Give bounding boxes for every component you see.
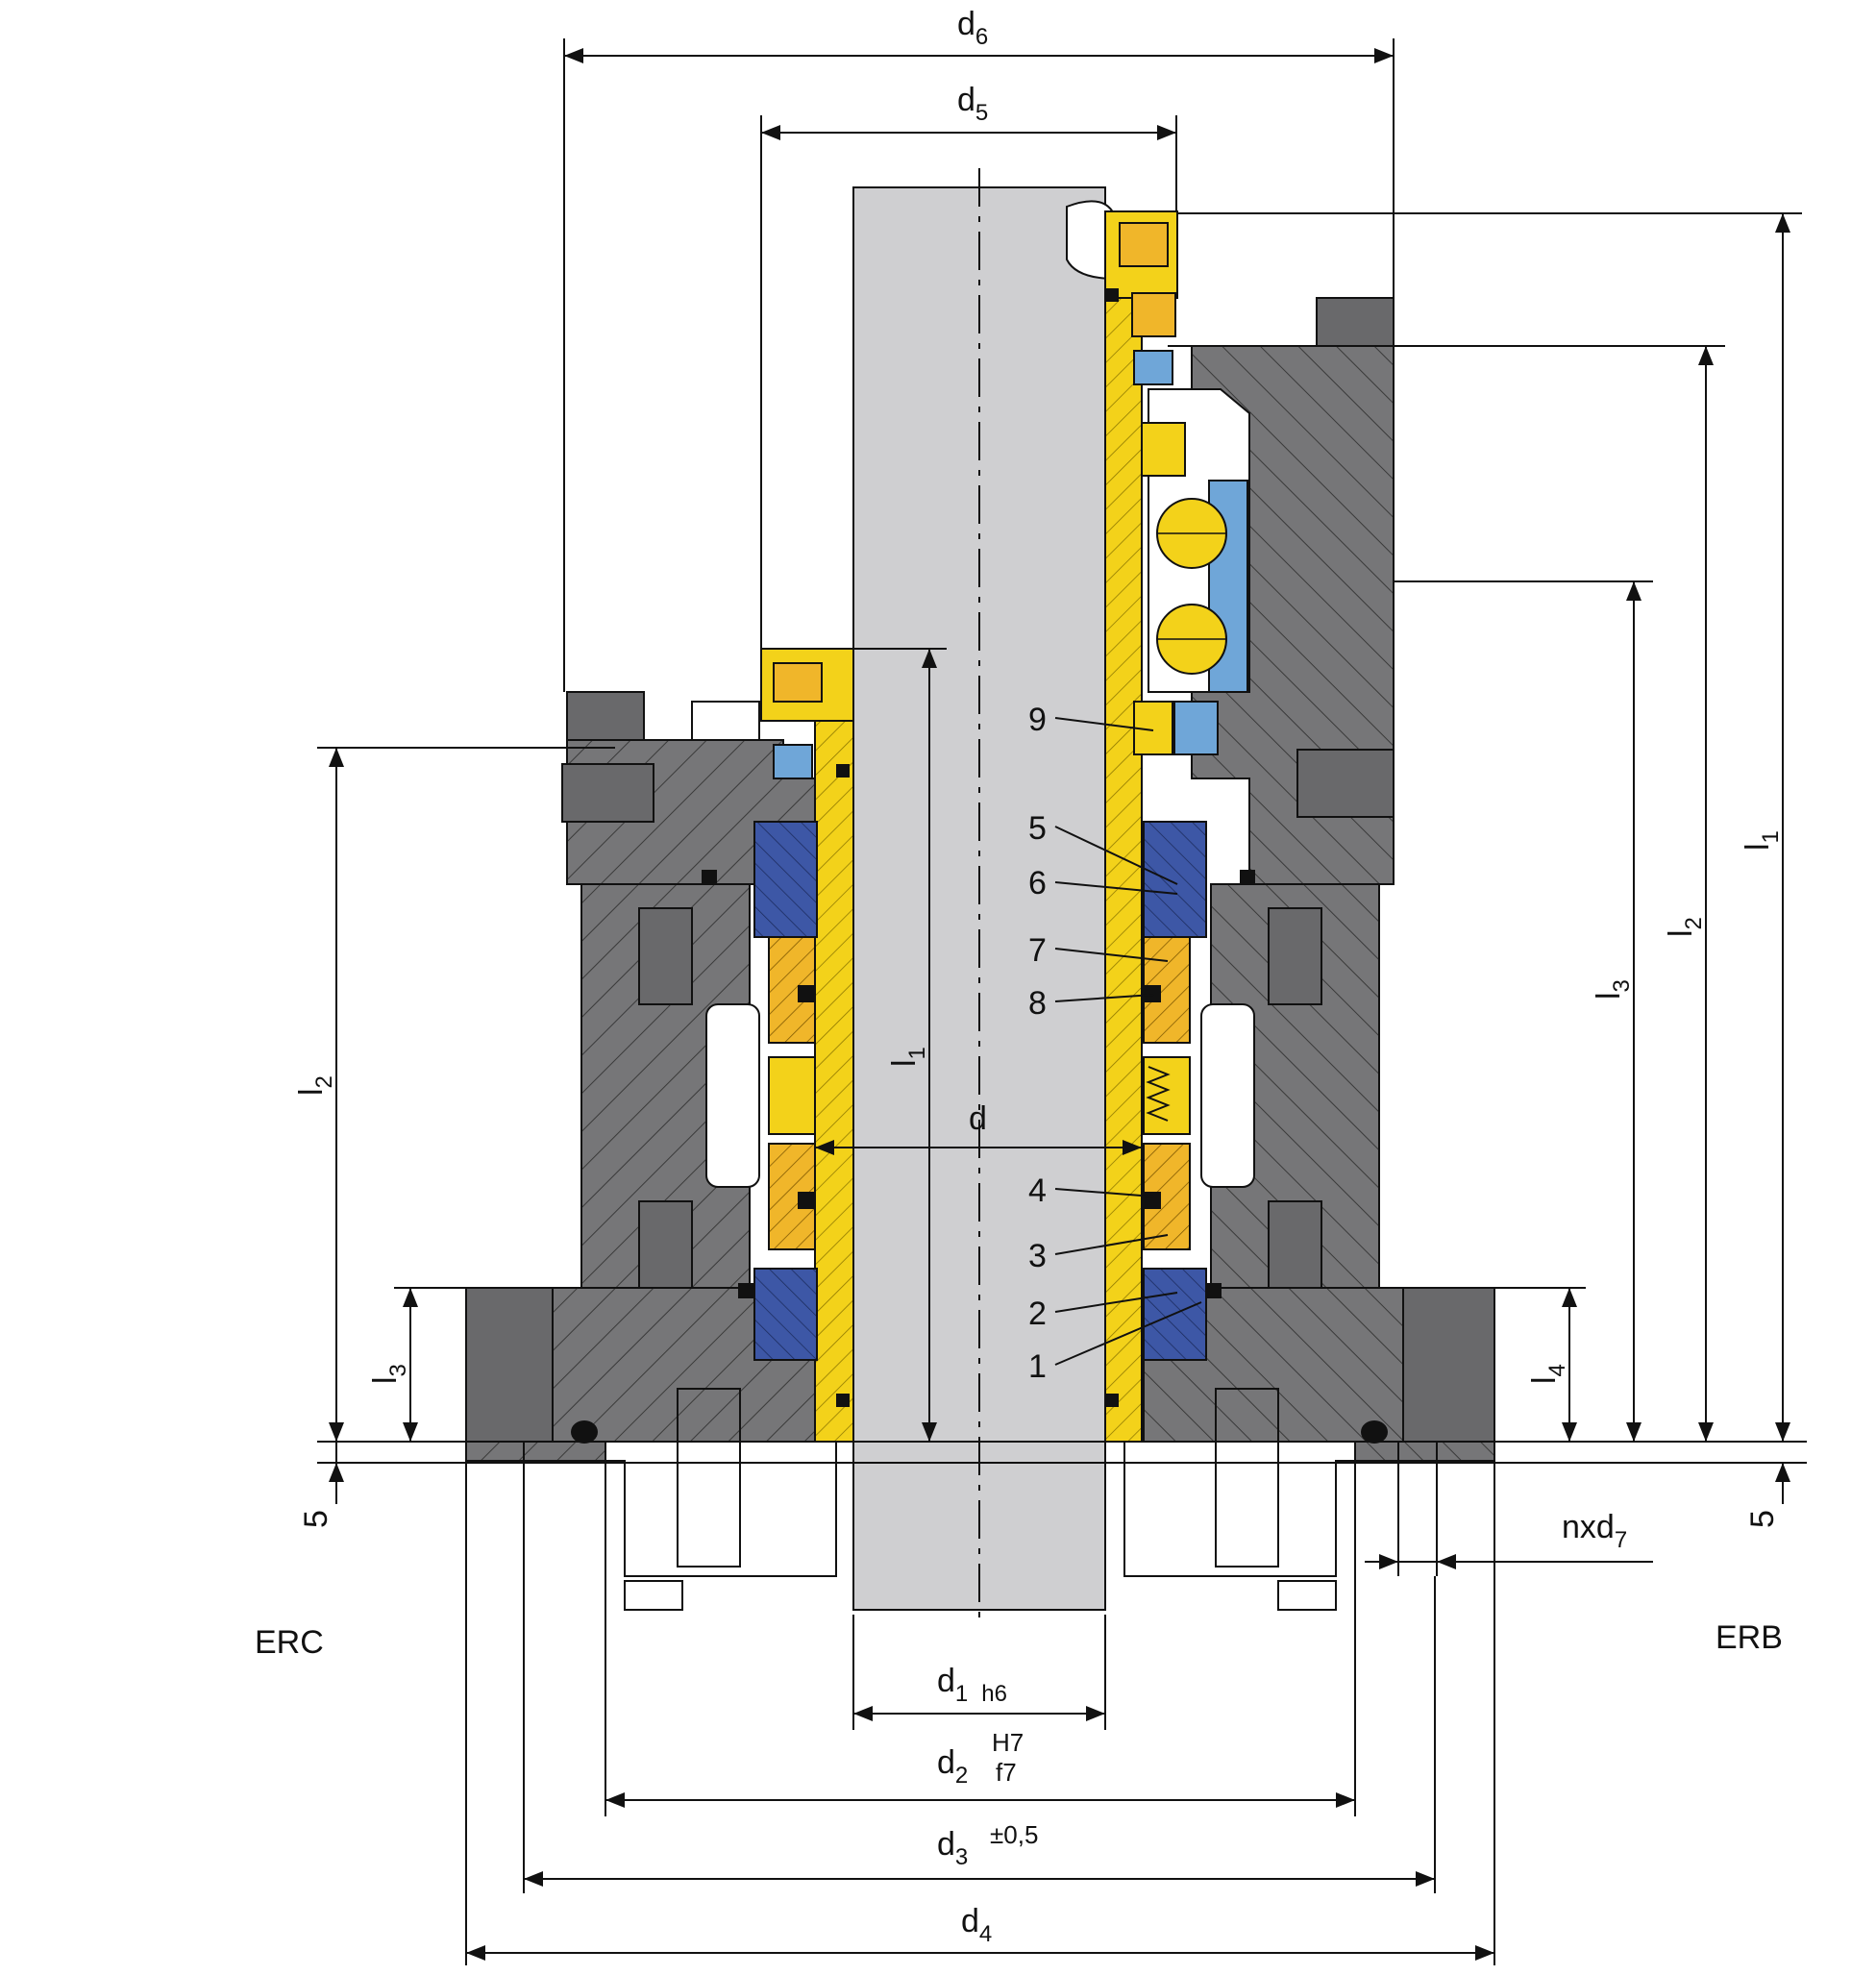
- part-6: 6: [1028, 865, 1047, 901]
- part-1: 1: [1028, 1348, 1047, 1385]
- dimension-lines: [317, 38, 1807, 1965]
- part-leaders: [1054, 717, 1202, 1366]
- shaft: [852, 168, 1116, 1624]
- label-l1-right: l1: [1740, 830, 1784, 851]
- label-5-right: 5: [1744, 1510, 1781, 1528]
- part-numbers: 9 5 6 7 8 4 3 2 1: [1028, 702, 1047, 1385]
- label-d2-tol-upper: H7: [992, 1728, 1024, 1757]
- label-l1-center: l1: [886, 1047, 930, 1067]
- part-8: 8: [1028, 985, 1047, 1022]
- label-d5: d5: [957, 82, 988, 126]
- part-4: 4: [1028, 1173, 1047, 1209]
- label-l4-right: l4: [1526, 1364, 1570, 1384]
- label-l2-right: l2: [1663, 917, 1707, 937]
- variant-label-erc: ERC: [255, 1624, 324, 1661]
- part-9: 9: [1028, 702, 1047, 738]
- part-5: 5: [1028, 810, 1047, 847]
- label-d3: d3: [937, 1826, 968, 1870]
- label-l2-left: l2: [293, 1075, 337, 1096]
- label-l3-right: l3: [1591, 979, 1635, 1000]
- label-d: d: [969, 1100, 987, 1137]
- part-2: 2: [1028, 1296, 1047, 1332]
- label-d2: d2: [937, 1744, 968, 1789]
- part-7: 7: [1028, 932, 1047, 969]
- left-half-erc: [465, 648, 854, 1611]
- part-3: 3: [1028, 1238, 1047, 1274]
- label-l3-left: l3: [367, 1364, 411, 1384]
- label-d3-tol: ±0,5: [990, 1820, 1038, 1849]
- label-nxd7: nxd7: [1562, 1509, 1627, 1553]
- variant-label-erb: ERB: [1716, 1619, 1783, 1656]
- label-d4: d4: [961, 1903, 992, 1947]
- label-d6: d6: [957, 6, 988, 50]
- label-5-left: 5: [298, 1510, 334, 1528]
- right-half-erb: [1104, 210, 1495, 1611]
- label-d2-tol-lower: f7: [996, 1758, 1017, 1787]
